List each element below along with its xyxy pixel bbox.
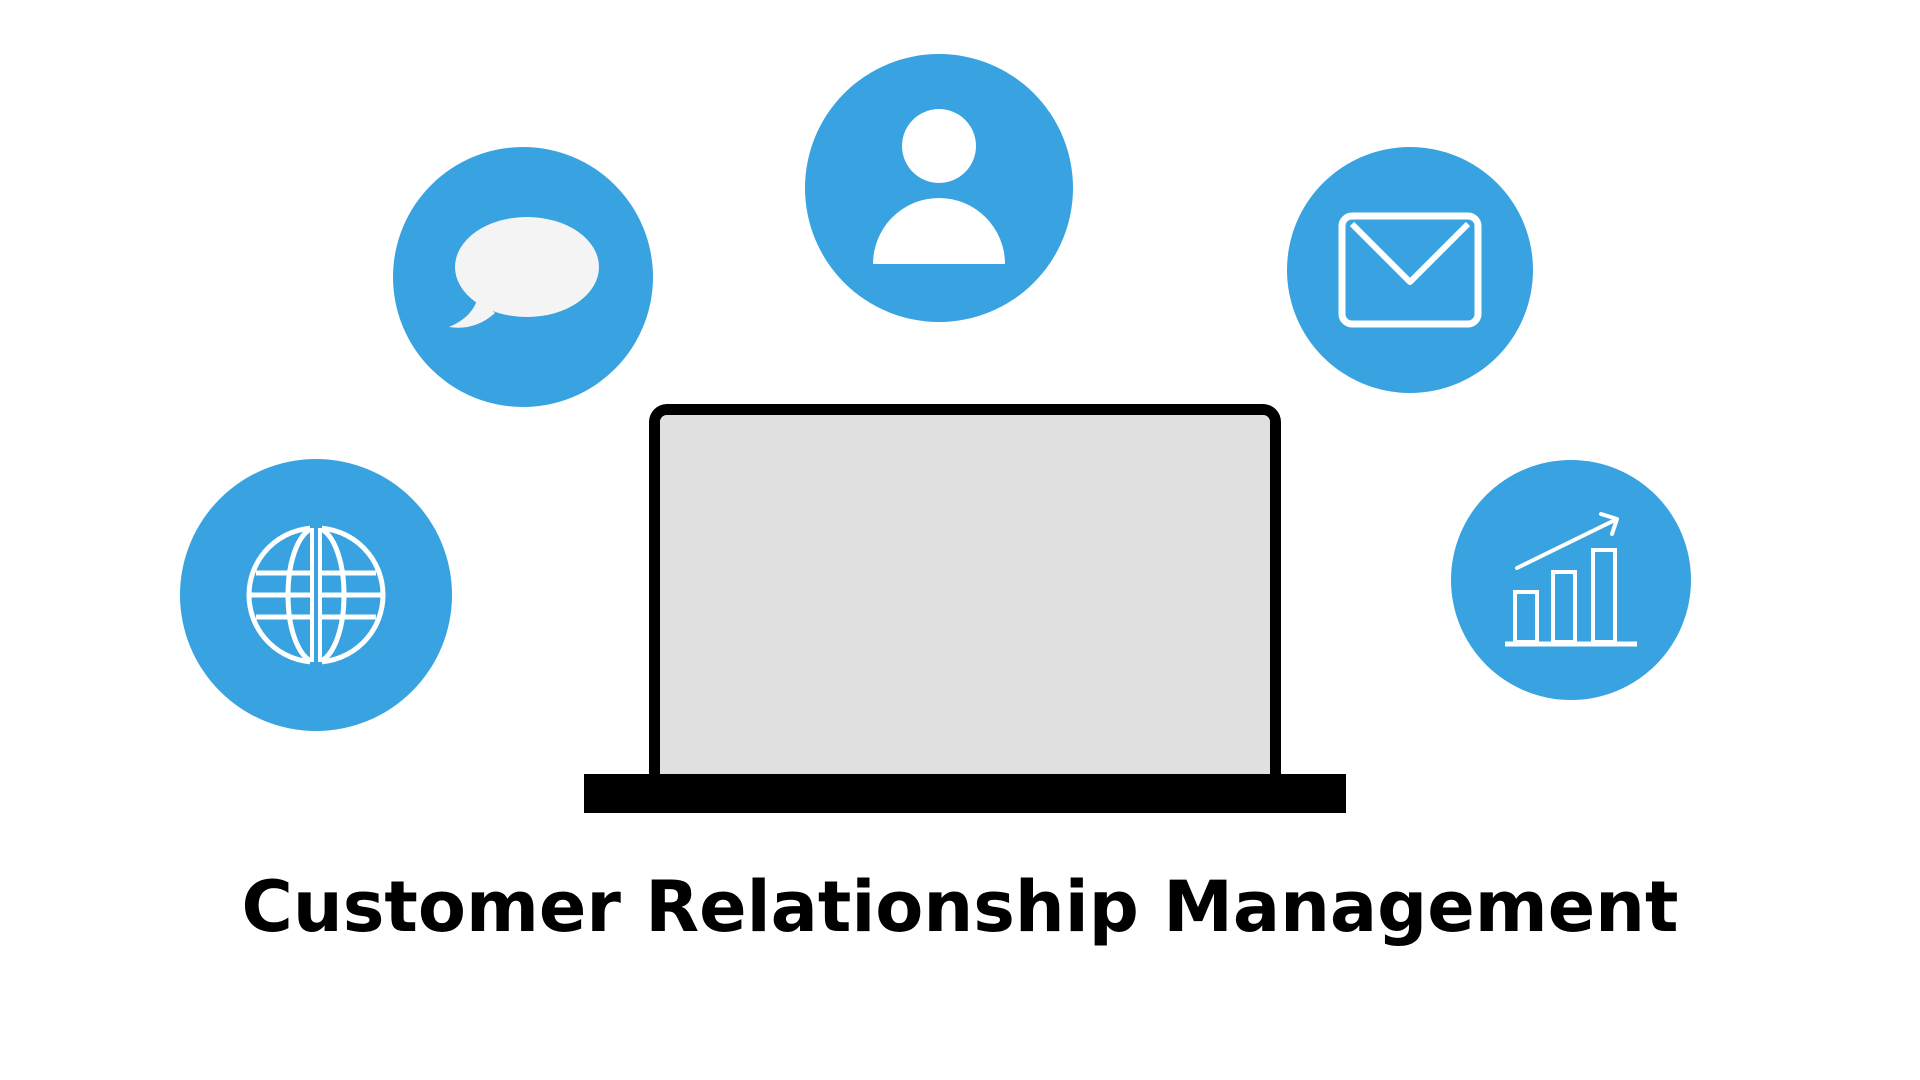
laptop-screen xyxy=(660,415,1270,780)
envelope-icon xyxy=(1338,212,1482,328)
laptop-screen-frame xyxy=(649,404,1281,780)
laptop-base xyxy=(584,774,1346,813)
globe-icon xyxy=(246,525,386,665)
user-circle xyxy=(805,54,1073,322)
growth-chart-circle xyxy=(1451,460,1691,700)
chat-circle xyxy=(393,147,653,407)
growth-chart-icon xyxy=(1505,512,1637,647)
user-icon xyxy=(873,109,1005,264)
chat-bubble-icon xyxy=(449,217,599,328)
envelope-circle xyxy=(1287,147,1533,393)
page-title: Customer Relationship Management xyxy=(241,866,1679,948)
globe-circle xyxy=(180,459,452,731)
